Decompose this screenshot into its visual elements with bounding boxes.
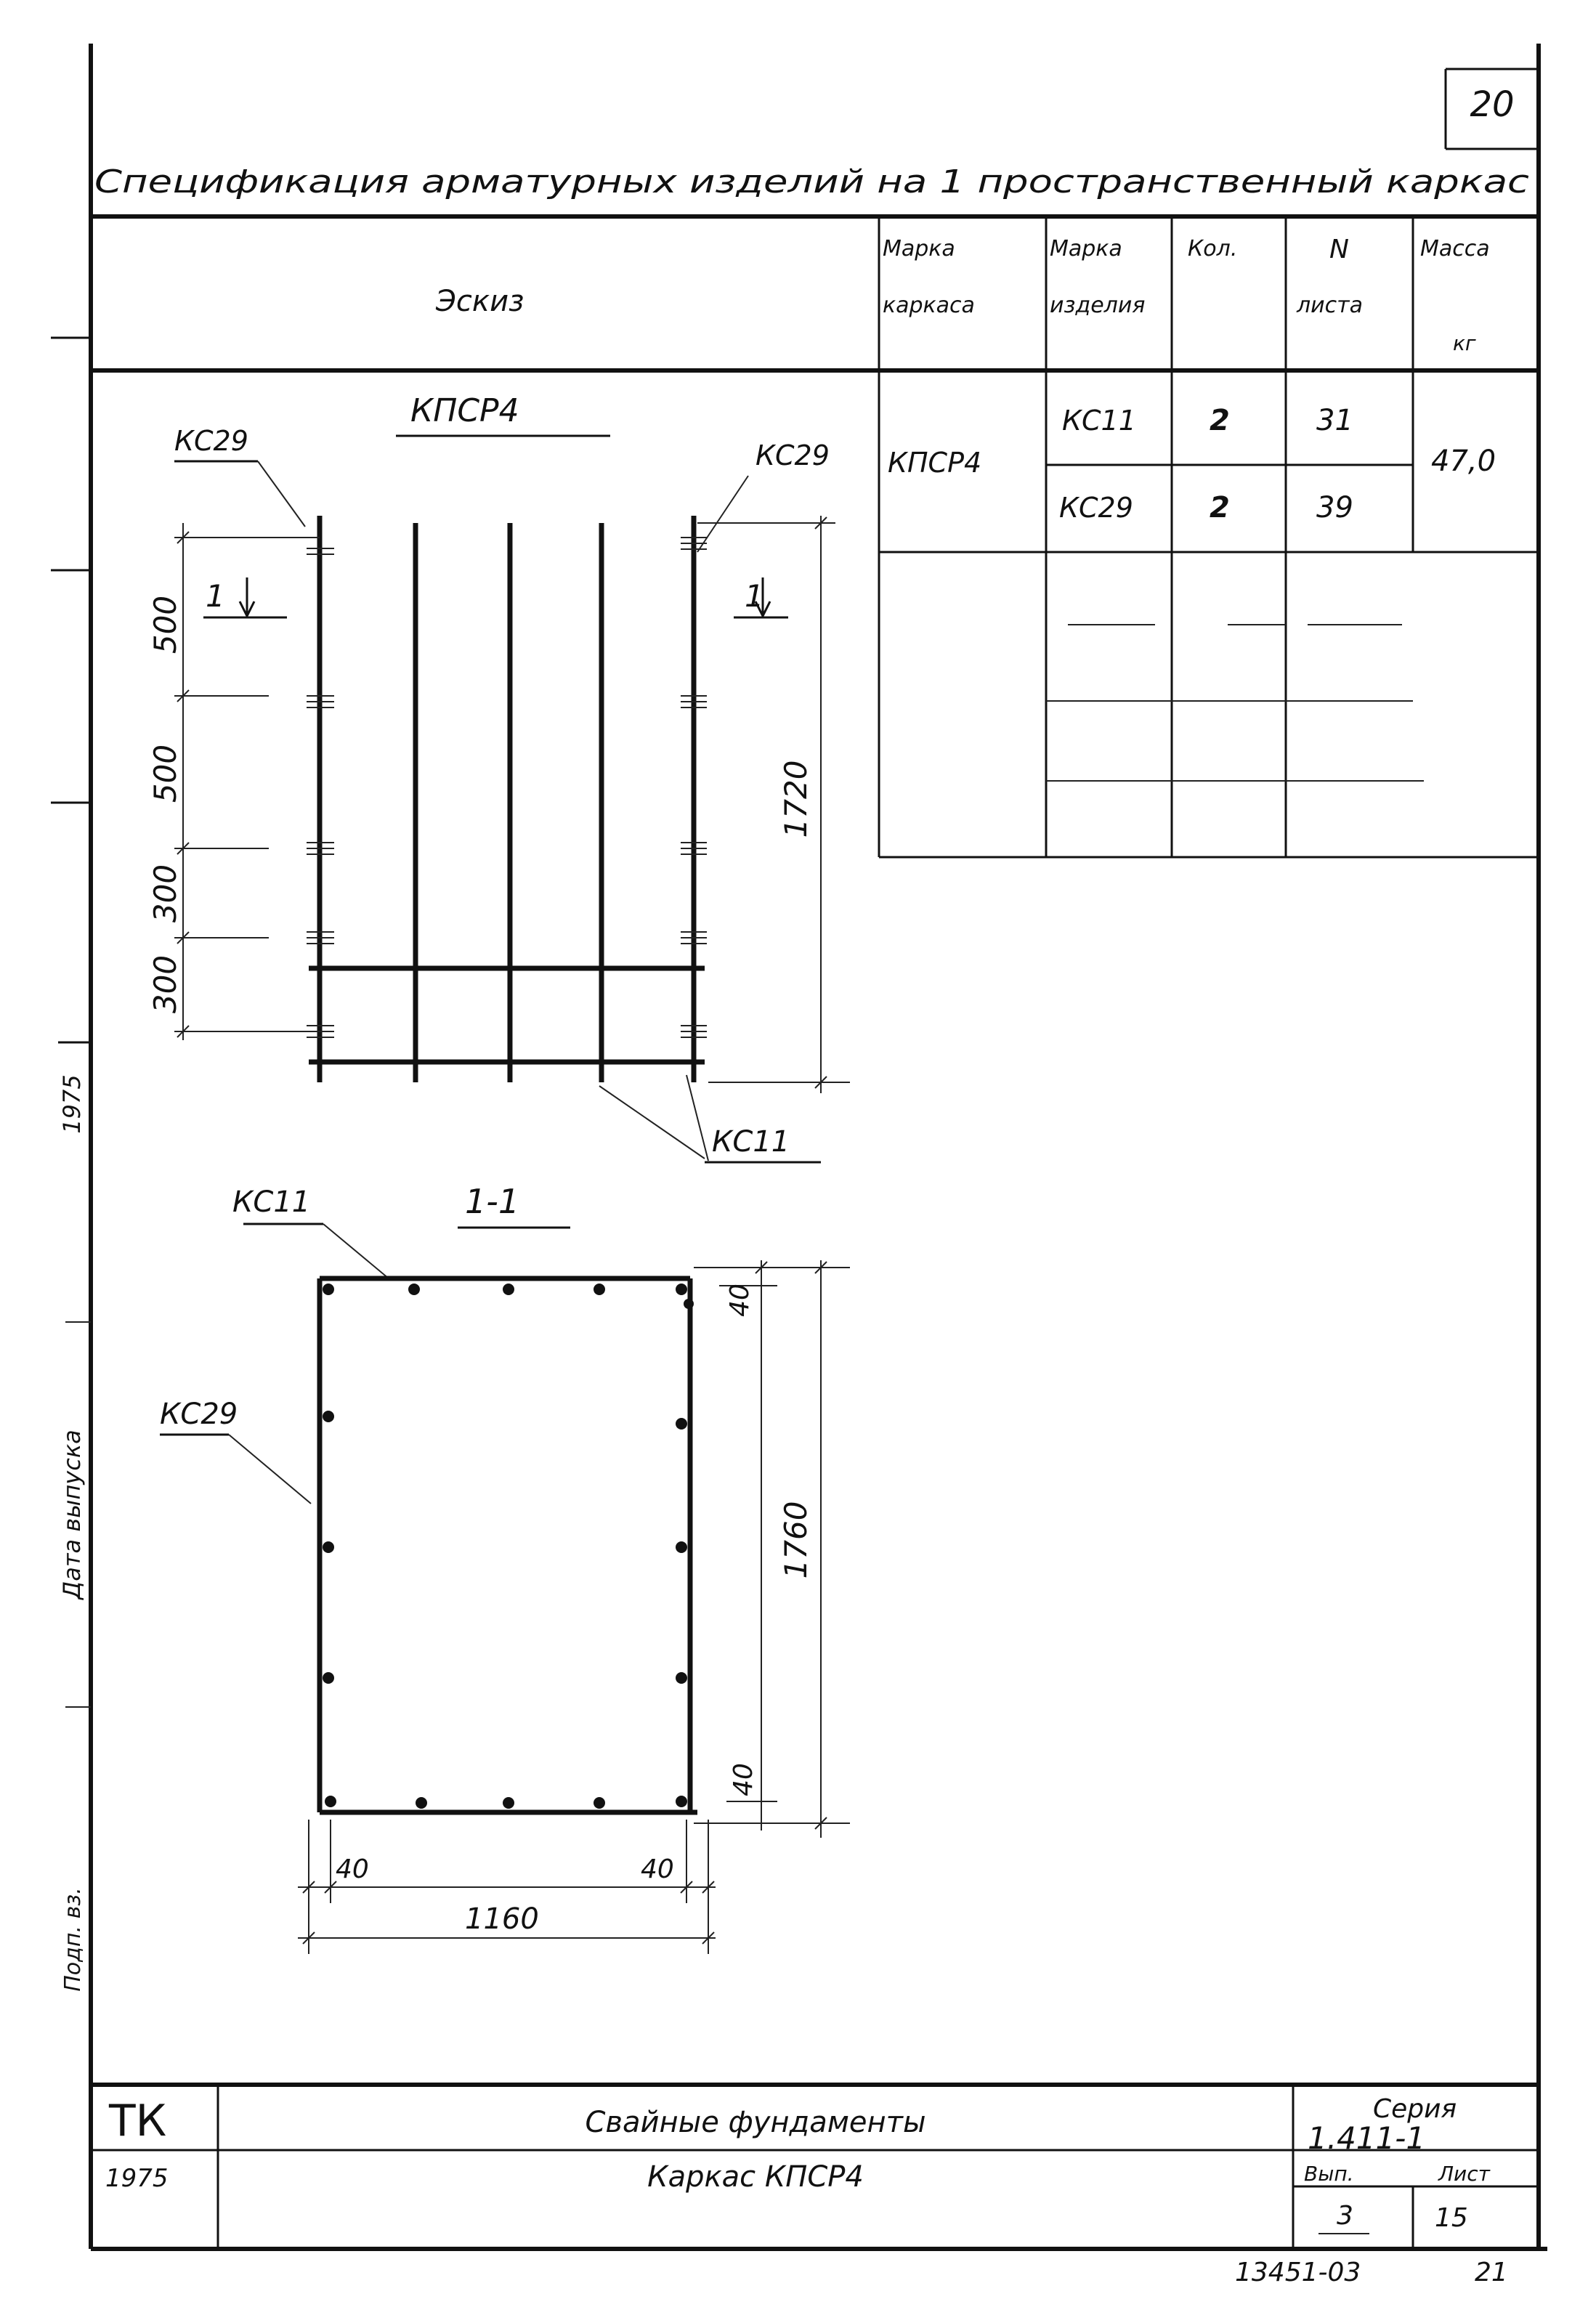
elevation-dim-4: 300 xyxy=(147,955,183,1013)
margin-text-2: Подп. вз. xyxy=(60,1887,86,1992)
doc-number: 13451-03 xyxy=(1235,2258,1361,2287)
margin-text-1: Дата выпуска xyxy=(58,1430,86,1601)
cell-sheet-2: 39 xyxy=(1316,491,1353,524)
section-dim-top: 40 xyxy=(725,1284,755,1317)
title-block-year: 1975 xyxy=(105,2164,169,2193)
elevation-label-right: КС29 xyxy=(756,439,830,471)
header-frame-mark-2: каркаса xyxy=(883,293,975,318)
spec-table xyxy=(91,216,1539,859)
elevation-label-left: КС29 xyxy=(174,425,248,457)
elevation-dim-height: 1720 xyxy=(778,761,814,838)
cell-qty-1: 2 xyxy=(1210,404,1230,437)
sheet-number-box: 20 xyxy=(1444,68,1539,150)
section-dim-width: 1160 xyxy=(465,1902,539,1936)
section-label-top: КС11 xyxy=(232,1185,310,1219)
title-block-issue: 3 xyxy=(1337,2201,1353,2231)
section-dim-left: 40 xyxy=(336,1854,369,1884)
cell-item-2: КС29 xyxy=(1059,492,1133,524)
margin-year: 1975 xyxy=(58,1074,86,1133)
title-block-issue-label: Вып. xyxy=(1304,2162,1354,2186)
title-block-org: ТК xyxy=(108,2096,166,2146)
header-sheet-no-1: N xyxy=(1329,235,1349,264)
title-block-project: Свайные фундаменты xyxy=(585,2106,925,2139)
section-mark-right: 1 xyxy=(745,578,764,614)
cell-mass: 47,0 xyxy=(1431,445,1496,478)
sheet-title: Спецификация арматурных изделий на 1 про… xyxy=(94,163,1529,200)
elevation-dim-2: 500 xyxy=(147,745,183,803)
header-mass-2: кг xyxy=(1453,331,1476,355)
title-block-sheet: 15 xyxy=(1435,2203,1468,2233)
section-dim-right: 40 xyxy=(641,1854,674,1884)
section-title: 1-1 xyxy=(465,1182,519,1221)
section-label-left: КС29 xyxy=(160,1398,238,1431)
header-sheet-no-2: листа xyxy=(1296,293,1363,318)
elevation-dim-3: 300 xyxy=(147,864,183,923)
header-qty: Кол. xyxy=(1188,236,1237,261)
header-item-mark-1: Марка xyxy=(1050,236,1122,261)
title-block-series: 1.411-1 xyxy=(1308,2120,1425,2156)
cell-item-1: КС11 xyxy=(1062,405,1136,437)
header-sketch: Эскиз xyxy=(435,285,524,318)
header-item-mark-2: изделия xyxy=(1050,293,1145,318)
elevation-view: КПСР4 КС29 КС29 1 xyxy=(147,392,850,1164)
cell-frame-mark: КПСР4 xyxy=(888,447,981,479)
title-block xyxy=(91,2083,1539,2249)
section-mark-left: 1 xyxy=(206,578,225,614)
sheet-frame xyxy=(51,44,1547,2251)
elevation-title: КПСР4 xyxy=(410,392,519,429)
cell-sheet-1: 31 xyxy=(1316,404,1353,437)
page-number: 21 xyxy=(1475,2258,1508,2287)
elevation-label-bottom: КС11 xyxy=(712,1125,790,1159)
title-block-drawing: Каркас КПСР4 xyxy=(647,2160,864,2194)
title-block-series-label: Серия xyxy=(1373,2094,1457,2124)
cell-qty-2: 2 xyxy=(1210,491,1230,524)
section-dim-height: 1760 xyxy=(778,1501,814,1579)
section-view: 1-1 КС11 КС29 xyxy=(160,1182,850,1954)
section-dim-bottom: 40 xyxy=(729,1763,758,1796)
header-mass-1: Масса xyxy=(1420,236,1490,261)
title-block-sheet-label: Лист xyxy=(1438,2162,1491,2186)
header-frame-mark-1: Марка xyxy=(883,236,955,261)
elevation-dim-1: 500 xyxy=(147,596,183,654)
sheet-number: 20 xyxy=(1470,84,1514,125)
